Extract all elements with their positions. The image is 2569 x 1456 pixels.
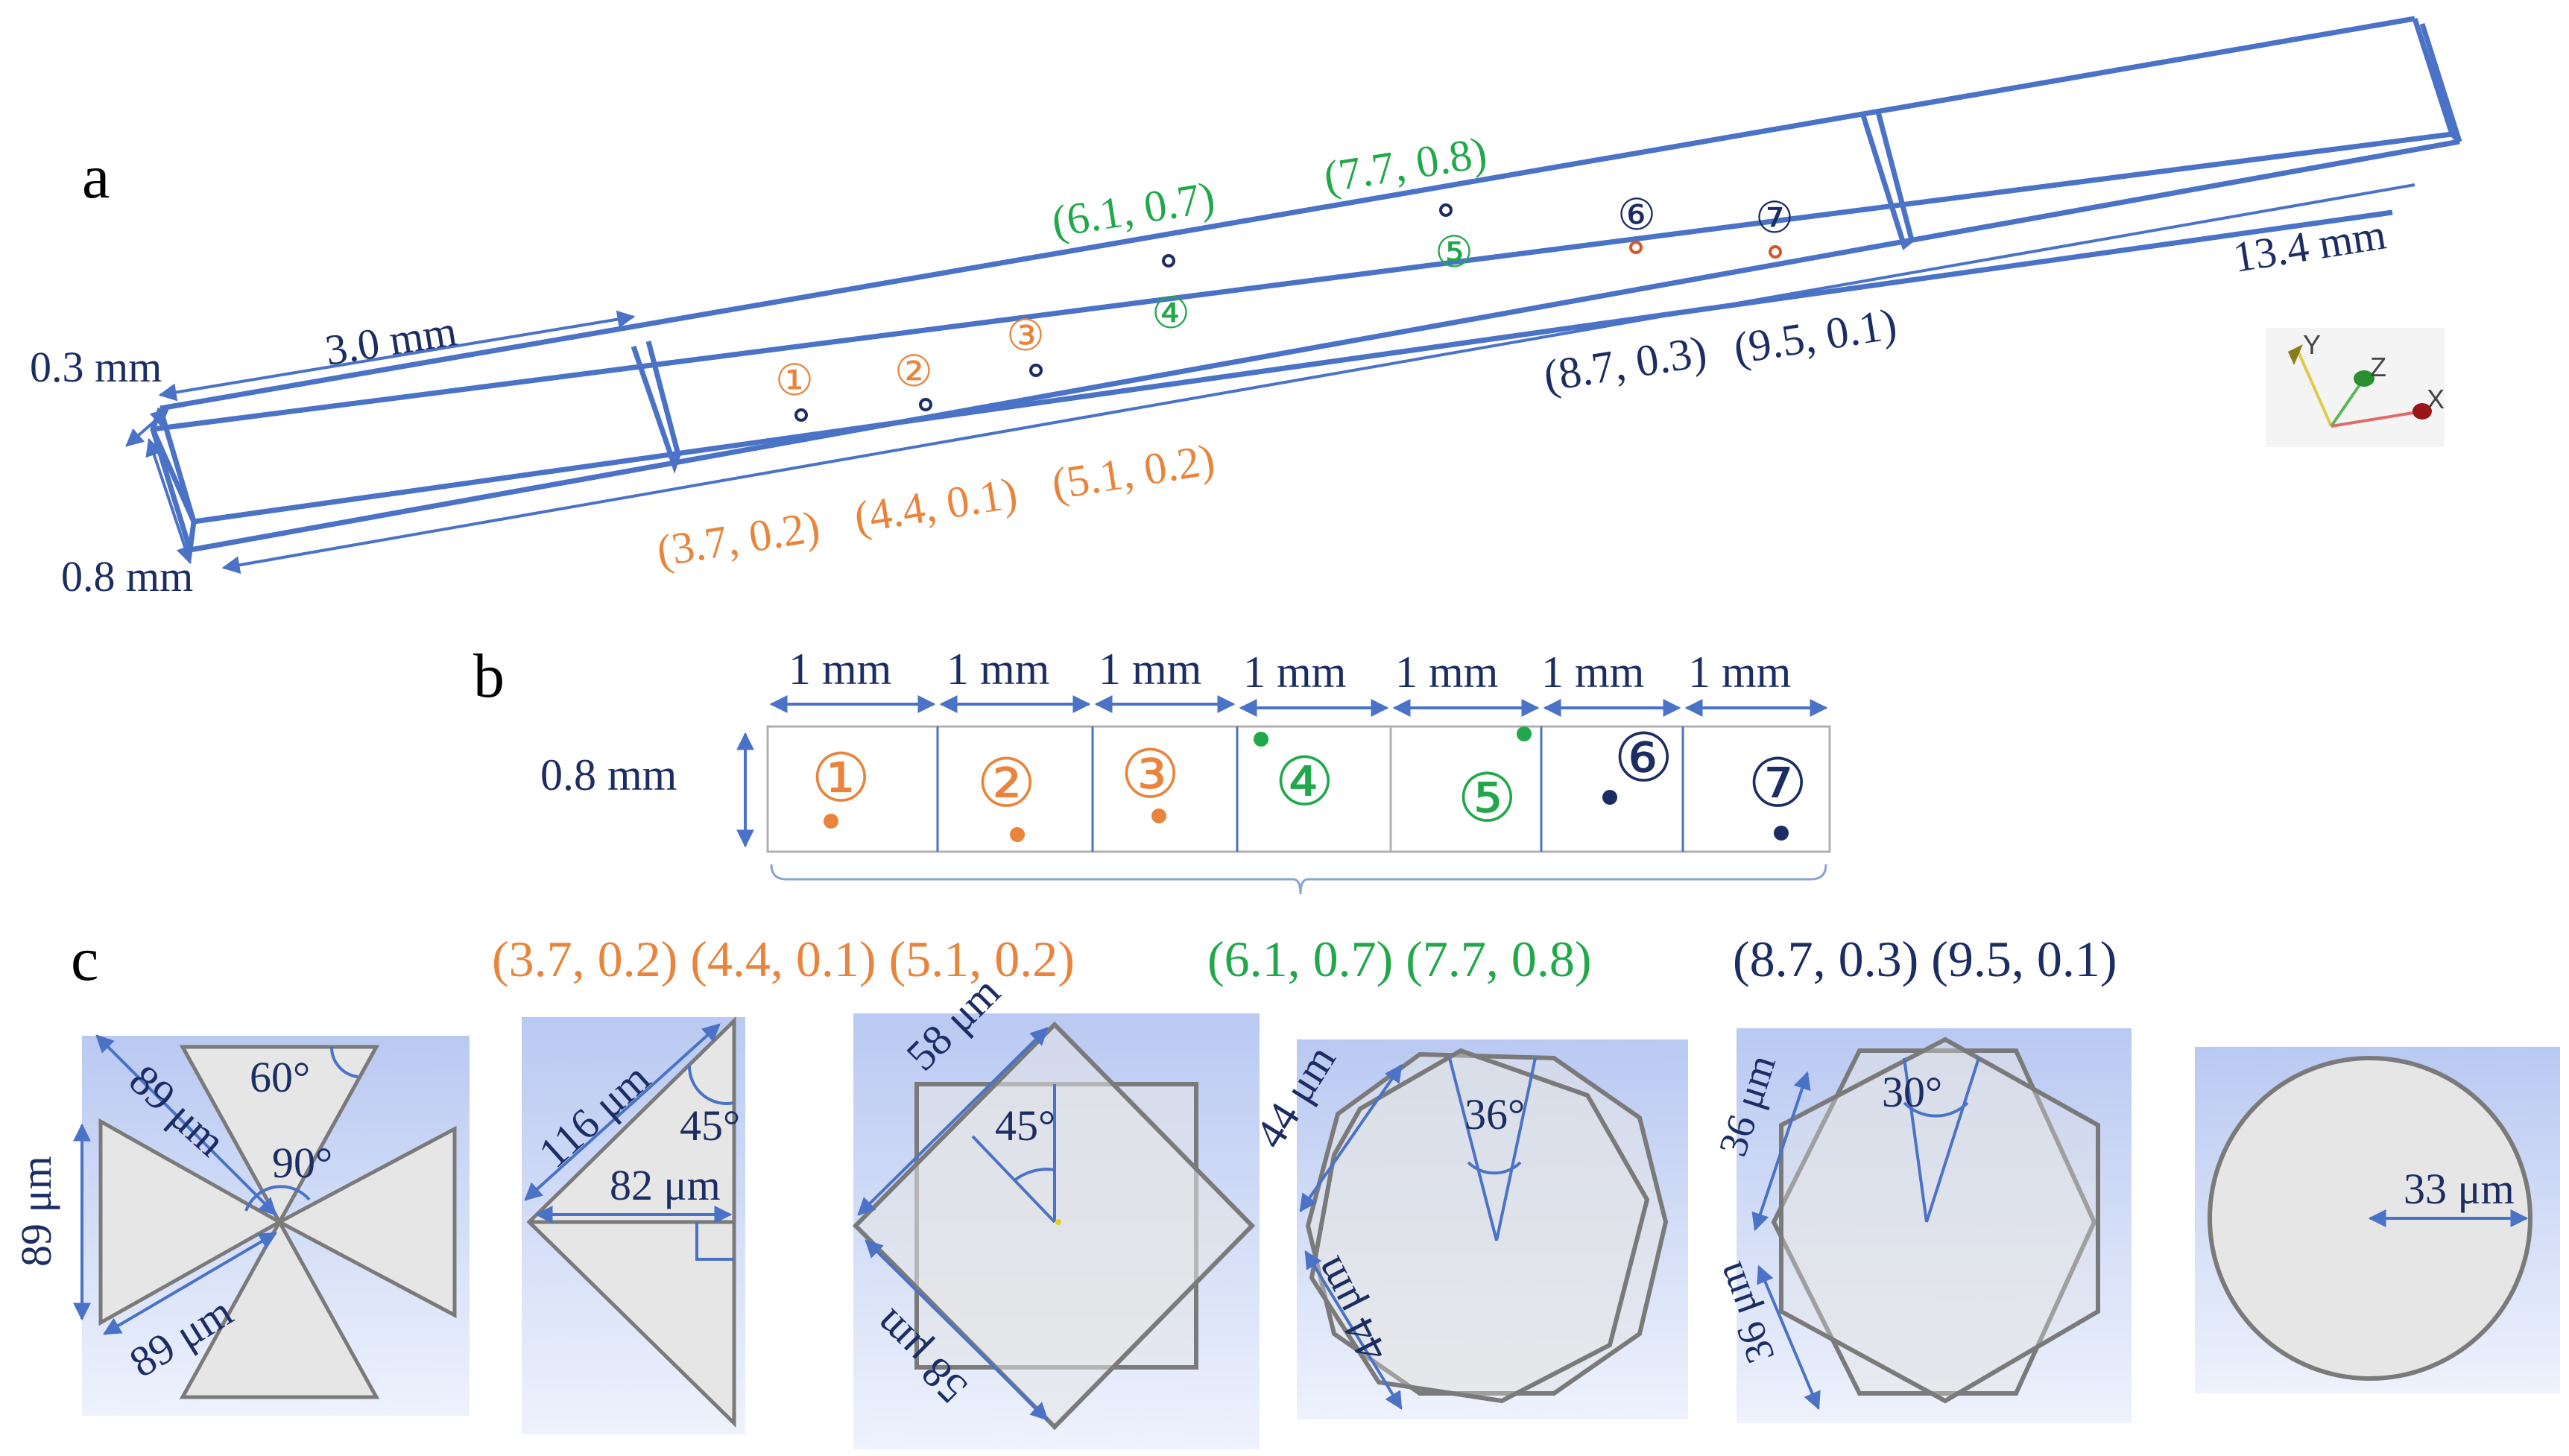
- dim-section-label: 3.0 mm: [322, 306, 460, 375]
- b-num-5: ⑤: [1457, 762, 1517, 836]
- b-num-1: ①: [811, 742, 871, 816]
- dim-width-label: 0.3 mm: [30, 343, 162, 391]
- axis-triad: Y Z X: [2266, 328, 2445, 447]
- b-dot-5: [1517, 727, 1532, 741]
- b-cell-label-1: 1 mm: [789, 645, 891, 694]
- a-num-7: ⑦: [1755, 194, 1794, 242]
- a-num-3: ③: [1006, 311, 1045, 360]
- c-coords-orange: (3.7, 0.2) (4.4, 0.1) (5.1, 0.2): [492, 931, 1075, 987]
- b-num-7: ⑦: [1748, 747, 1808, 821]
- b-dot-2: [1010, 827, 1025, 842]
- a-coord-6: (8.7, 0.3): [1541, 326, 1710, 401]
- panel-b-letter: b: [473, 642, 505, 711]
- panel-c: c (3.7, 0.2) (4.4, 0.1) (5.1, 0.2) (6.1,…: [12, 925, 2560, 1449]
- bowtie-center-angle: 90°: [272, 1139, 332, 1187]
- b-dot-7: [1774, 826, 1789, 841]
- b-dot-1: [824, 814, 838, 829]
- b-bracket: [770, 864, 1827, 895]
- shape-decagram-5: 44 μm 44 μm 36°: [1245, 1036, 1688, 1419]
- b-cell-label-5: 1 mm: [1395, 648, 1498, 697]
- b-cell-label-4: 1 mm: [1243, 648, 1346, 697]
- shape-circle: 33 μm: [2195, 1047, 2560, 1393]
- b-height-label: 0.8 mm: [540, 750, 677, 800]
- shape-right-triangle: 116 μm 82 μm 45°: [522, 1016, 745, 1434]
- a-num-5: ⑤: [1435, 228, 1473, 276]
- circle-radius-label: 33 μm: [2404, 1165, 2515, 1213]
- star5-angle-label: 36°: [1464, 1090, 1525, 1139]
- channel-points: [794, 203, 1782, 422]
- bowtie-tip-angle: 60°: [250, 1053, 310, 1101]
- b-num-2: ②: [976, 747, 1037, 821]
- b-cell-label-2: 1 mm: [947, 645, 1049, 694]
- triangle-angle-label: 45°: [680, 1101, 740, 1150]
- b-num-3: ③: [1120, 738, 1181, 812]
- b-num-6: ⑥: [1614, 722, 1674, 796]
- a-coord-2: (4.4, 0.1): [851, 468, 1021, 542]
- dim-length-label: 13.4 mm: [2230, 209, 2389, 281]
- axis-y-label: Y: [2303, 329, 2321, 360]
- b-cell-label-6: 1 mm: [1541, 648, 1644, 697]
- shape-octagram-4: 58 μm 58 μm 45°: [852, 967, 1260, 1449]
- b-dot-6: [1602, 790, 1617, 805]
- a-num-2: ②: [894, 347, 933, 396]
- a-num-1: ①: [775, 356, 814, 405]
- section-divider-1: [631, 341, 681, 474]
- c-coords-dark: (8.7, 0.3) (9.5, 0.1): [1733, 931, 2117, 987]
- panel-a-letter: a: [82, 142, 110, 212]
- dim-height-label: 0.8 mm: [61, 552, 193, 601]
- box-edge-front-top: [152, 131, 2453, 432]
- b-num-4: ④: [1274, 746, 1335, 820]
- channel-box: [150, 16, 2462, 553]
- bowtie-height-label: 89 μm: [12, 1156, 60, 1267]
- a-num-4: ④: [1151, 289, 1190, 338]
- axis-x-label: X: [2427, 384, 2445, 414]
- b-dimension-arrows: [769, 695, 1828, 717]
- a-coord-3: (5.1, 0.2): [1049, 434, 1219, 509]
- b-dot-4: [1254, 732, 1268, 747]
- c-coords-green: (6.1, 0.7) (7.7, 0.8): [1207, 931, 1592, 987]
- panel-a: a 0.3 mm 0.8 mm: [30, 16, 2462, 601]
- section-divider-2: [1860, 111, 1915, 250]
- box-right-face: [2412, 17, 2462, 144]
- b-cell-label-7: 1 mm: [1688, 648, 1791, 697]
- dimension-arrows-a: [125, 183, 2415, 575]
- a-coord-7: (9.5, 0.1): [1731, 299, 1900, 373]
- box-edge-back-bottom: [193, 209, 2393, 525]
- panel-c-letter: c: [71, 925, 98, 994]
- shape-dodecagram-6: 36 μm 36 μm 30°: [1706, 1028, 2132, 1423]
- star6-angle-label: 30°: [1882, 1068, 1942, 1116]
- b-cell-label-3: 1 mm: [1099, 645, 1201, 694]
- a-num-6: ⑥: [1617, 191, 1656, 239]
- a-coord-4: (6.1, 0.7): [1049, 172, 1219, 247]
- star4-angle-label: 45°: [995, 1101, 1055, 1150]
- box-edge-front-bottom: [189, 139, 2460, 553]
- panel-b: b 0.8 mm 1 mm 1 mm 1 mm 1 mm 1 mm 1 mm: [473, 642, 1831, 895]
- axis-z-label: Z: [2370, 352, 2386, 382]
- b-dot-3: [1151, 808, 1166, 823]
- a-coord-1: (3.7, 0.2): [654, 501, 824, 576]
- triangle-leg-label: 82 μm: [610, 1161, 721, 1209]
- shape-bowtie: 89 μm 89 μm 89 μm 60° 90°: [12, 1034, 470, 1416]
- b-strip: [766, 725, 1831, 853]
